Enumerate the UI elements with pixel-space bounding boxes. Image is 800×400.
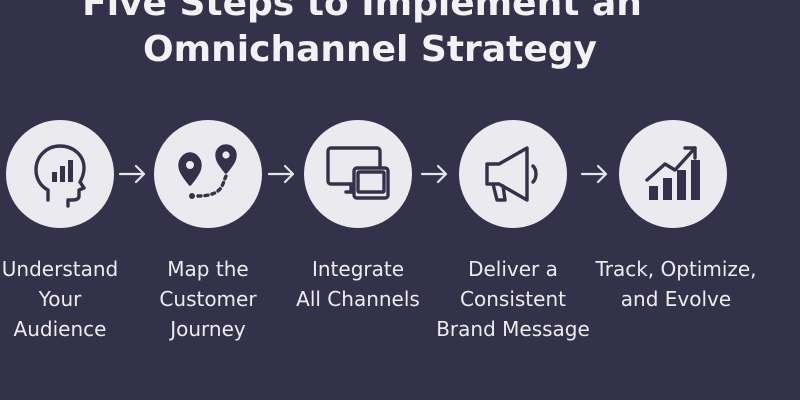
step-5-circle <box>619 120 727 228</box>
step-2-circle <box>154 120 262 228</box>
step-4-circle <box>459 120 567 228</box>
step-4-label: Deliver a Consistent Brand Message <box>436 257 590 341</box>
arrow-right-icon <box>267 161 297 187</box>
arrow-right-icon <box>420 161 450 187</box>
step-1-circle <box>6 120 114 228</box>
map-route-icon <box>178 144 237 199</box>
page-title-line-1: Five Steps to Implement an <box>82 0 642 24</box>
growth-chart-icon <box>645 146 700 200</box>
step-3-label: Integrate All Channels <box>296 257 420 311</box>
page-title-line-2: Omnichannel Strategy <box>143 29 597 70</box>
step-1-label: Understand Your Audience <box>1 257 119 341</box>
arrow-right-icon <box>118 161 148 187</box>
arrow-right-icon <box>580 161 610 187</box>
step-5-label: Track, Optimize, and Evolve <box>595 257 757 311</box>
step-3-circle <box>304 120 412 228</box>
step-2-label: Map the Customer Journey <box>159 257 257 341</box>
multi-screen-icon <box>326 146 390 200</box>
megaphone-icon <box>485 146 538 202</box>
head-chart-icon <box>34 144 86 208</box>
